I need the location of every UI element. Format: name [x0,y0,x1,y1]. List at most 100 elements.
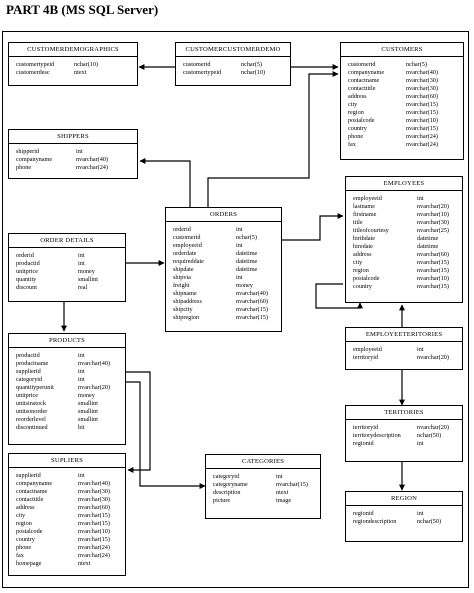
field-type: nvarchar(20) [417,424,449,431]
field-name: regiondescription [353,518,397,525]
field-name: supplierid [16,368,41,375]
field-type: nvarchar(15) [406,125,438,132]
field-type: nvarchar(15) [276,481,308,488]
field-name: territorydescription [353,432,401,439]
field-type: ntext [74,69,87,76]
field-name: requireddate [173,258,204,265]
field-row: hiredate datetime [353,243,462,251]
field-type: int [78,368,85,375]
table-title: PRODUCTS [9,334,125,348]
field-type: datetime [417,243,439,250]
field-name: birthdate [353,235,375,242]
field-type: nvarchar(60) [236,298,268,305]
field-name: customerid [348,61,376,68]
field-type: money [78,268,95,275]
field-name: freight [173,282,190,289]
field-name: customerdesc [16,69,50,76]
field-name: quantityperunit [16,384,54,391]
field-name: discount [16,284,37,291]
field-type: nvarchar(10) [78,528,110,535]
field-type: nchar(10) [74,61,99,68]
table-title: TERITORIES [346,406,462,420]
field-type: int [417,510,424,517]
field-type: nvarchar(40) [78,480,110,487]
field-type: nvarchar(15) [236,306,268,313]
table-title: CATEGORIES [206,455,320,469]
field-row: unitprice money [16,268,125,276]
field-name: unitprice [16,268,38,275]
field-name: address [353,251,372,258]
table-title: CUSTOMERCUSTOMERDEMO [176,43,290,57]
field-name: regionid [353,440,374,447]
field-name: contactname [16,488,48,495]
field-name: companyname [16,156,53,163]
table-title: EMPLOYEES [346,177,462,191]
field-name: productname [16,360,49,367]
field-type: datetime [236,266,258,273]
field-name: orderid [173,226,191,233]
field-type: nvarchar(25) [417,227,449,234]
field-name: postalcode [353,275,380,282]
field-name: discontinued [16,424,48,431]
field-name: address [16,504,35,511]
field-type: nvarchar(15) [78,512,110,519]
field-name: categoryname [213,481,248,488]
table-title: ORDERS [166,208,281,222]
field-name: shipname [173,290,197,297]
diagram-frame [2,31,469,588]
field-name: hiredate [353,243,373,250]
field-type: nvarchar(40) [406,69,438,76]
field-type: smallint [78,400,98,407]
field-type: int [276,473,283,480]
field-type: nvarchar(15) [417,267,449,274]
field-type: money [236,282,253,289]
field-type: nvarchar(10) [417,275,449,282]
field-name: contacttitle [16,496,44,503]
field-name: territoryid [353,354,379,361]
field-name: contactname [348,77,380,84]
field-name: employeeid [353,346,382,353]
field-name: quantity [16,276,37,283]
field-type: nchar(10) [241,69,266,76]
field-type: int [78,376,85,383]
field-type: nvarchar(30) [417,219,449,226]
